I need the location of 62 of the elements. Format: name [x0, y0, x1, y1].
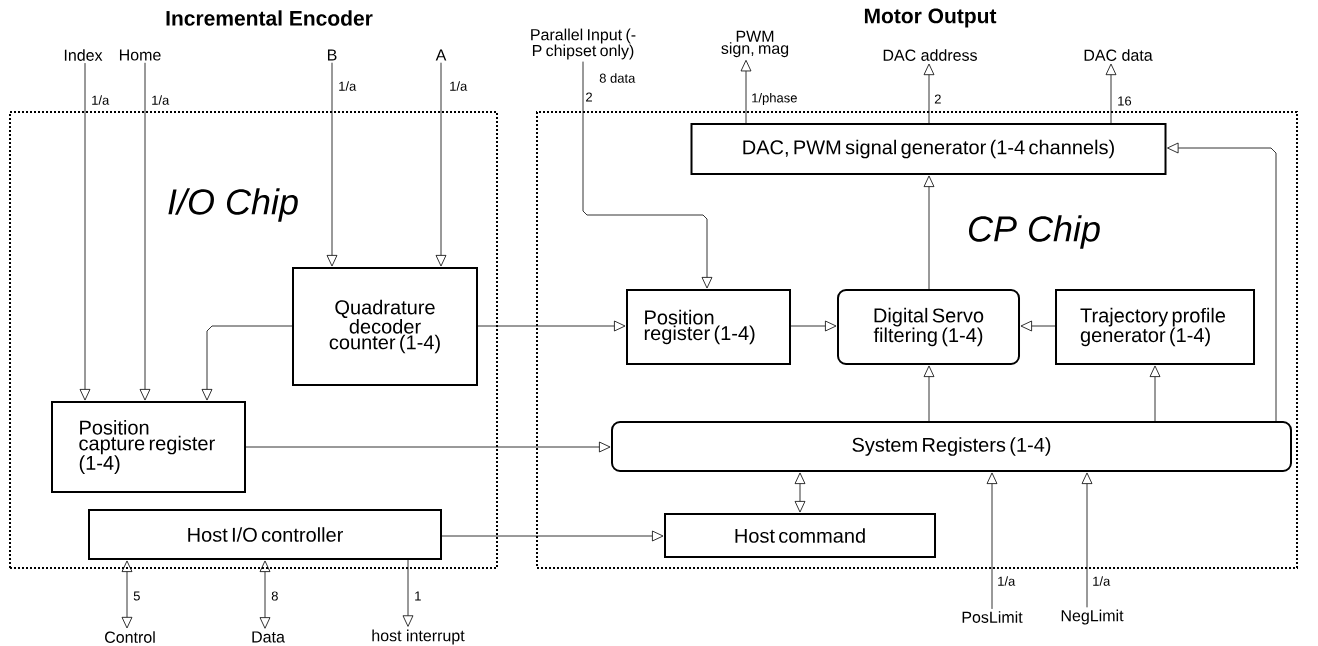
arrow — [402, 559, 414, 627]
signal-label: NegLimit — [1061, 609, 1124, 625]
edge-label: 1/phase — [750, 91, 799, 107]
signal-label: PosLimit — [962, 611, 1023, 623]
edge-label: 5 — [132, 590, 142, 602]
signal-label: Parallel Input (-P chipset only) — [531, 28, 636, 60]
signal-label: Data — [252, 631, 285, 643]
arrow — [1167, 142, 1277, 422]
arrow — [582, 61, 713, 289]
edge-label: 1/a — [996, 575, 1017, 587]
edge-label: 8 data — [598, 72, 637, 84]
signal-label: B — [328, 49, 337, 61]
arrow — [259, 560, 271, 629]
arrow — [923, 63, 935, 124]
rounded-box: Digital Servo filtering (1-4) — [837, 289, 1020, 365]
arrow — [441, 530, 664, 542]
block-box: Host I/O controller — [88, 509, 442, 560]
arrow — [790, 320, 837, 332]
block-box: DAC, PWM signal generator (1-4 channels) — [690, 123, 1167, 175]
edge-label: 1/a — [448, 80, 469, 92]
arrow — [1081, 472, 1093, 608]
arrow — [435, 62, 447, 267]
edge-label: 1 — [413, 590, 423, 602]
block-box: Host command — [664, 513, 936, 558]
edge-label: 2 — [933, 93, 943, 105]
arrow — [245, 441, 611, 453]
block-box: Quadrature decoder counter (1-4) — [292, 267, 478, 386]
arrow — [923, 175, 935, 290]
arrow — [740, 59, 752, 124]
signal-label: DAC data — [1084, 49, 1153, 61]
arrow — [326, 62, 338, 267]
block-box: Trajectory profile generator (1-4) — [1055, 289, 1255, 365]
signal-label: host interrupt — [372, 629, 465, 645]
arrow — [1149, 365, 1161, 422]
arrow — [1105, 63, 1117, 124]
signal-label: A — [435, 49, 447, 61]
signal-label: DAC address — [883, 49, 977, 61]
bus-width-label: 2 — [586, 92, 592, 102]
heading: Incremental Encoder — [166, 10, 373, 26]
arrow — [1020, 320, 1056, 332]
arrow — [794, 472, 806, 513]
signal-label: Control — [105, 631, 155, 643]
arrow — [477, 320, 626, 332]
signal-label: Index — [64, 49, 103, 61]
block-box: Position register (1-4) — [626, 289, 791, 365]
edge-label: 1/a — [150, 94, 171, 106]
edge-label: 16 — [1116, 95, 1133, 107]
block-box: Position capture register (1-4) — [51, 401, 246, 493]
arrow — [79, 62, 91, 401]
edge-label: 8 — [270, 590, 280, 602]
edge-label: 1/a — [337, 80, 358, 92]
arrow — [121, 560, 133, 629]
arrow — [986, 472, 998, 610]
arrow — [923, 365, 935, 422]
rounded-box: System Registers (1-4) — [611, 421, 1292, 472]
edge-label: 1/a — [1091, 575, 1112, 587]
arrow — [139, 62, 151, 401]
arrow — [201, 325, 293, 401]
edge-label: 1/a — [90, 94, 111, 106]
signal-label: PWM sign, mag — [721, 30, 789, 58]
signal-label: Home — [120, 49, 161, 61]
heading: Motor Output — [864, 8, 997, 28]
